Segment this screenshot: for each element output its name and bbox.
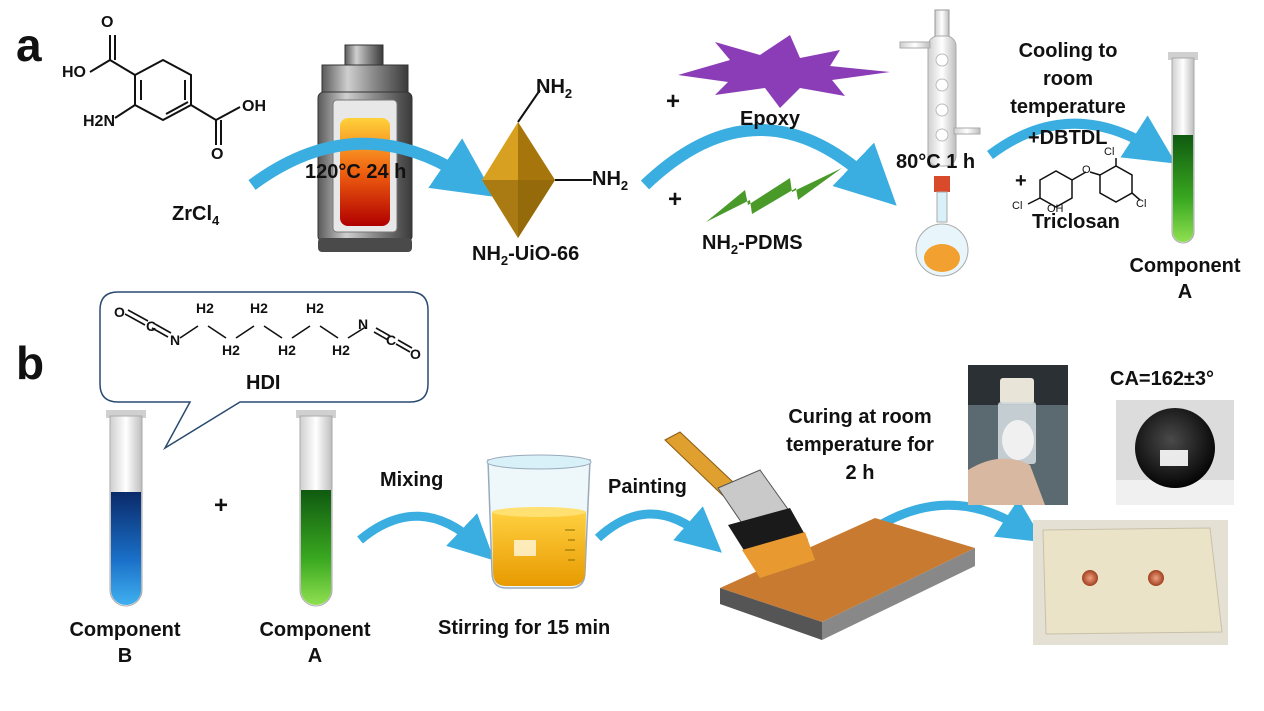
- uio66-amine-right: NH2: [592, 168, 629, 193]
- arrow-autoclave: [248, 137, 495, 197]
- plus-pdms: +: [668, 186, 683, 213]
- paint-brush: [664, 431, 815, 578]
- triclosan-structure: [1027, 158, 1141, 208]
- mixing-label: Mixing: [380, 469, 444, 491]
- autoclave-condition: 120°C 24 h: [305, 161, 407, 183]
- triclosan-cl-top: Cl: [1104, 146, 1115, 158]
- arrow-mixing: [357, 511, 495, 561]
- linker-oxygen-top: O: [101, 14, 114, 31]
- panel-label-a: a: [16, 19, 42, 71]
- pdms-shape: [706, 168, 842, 222]
- triclosan-o: O: [1082, 164, 1091, 176]
- dbtdl-label: +DBTDL: [1028, 127, 1108, 149]
- beaker: [486, 454, 592, 589]
- tube-component-b: [106, 410, 146, 607]
- stirring-label: Stirring for 15 min: [438, 617, 611, 639]
- linker-hydroxyl-right: OH: [242, 98, 266, 115]
- uio66-octahedron: [482, 89, 592, 238]
- reflux-condition: 80°C 1 h: [896, 151, 976, 173]
- hdi-h2-1: H2: [196, 300, 214, 316]
- hdi-c-right: C: [386, 332, 397, 348]
- hdi-o-right: O: [410, 346, 421, 362]
- painted-substrate: [720, 518, 975, 640]
- hdi-h2-2: H2: [222, 342, 240, 358]
- hdi-n-right: N: [358, 316, 369, 332]
- triclosan-oh: OH: [1047, 203, 1064, 215]
- epoxy-label: Epoxy: [740, 108, 801, 130]
- plus-components: +: [214, 492, 229, 519]
- zrcl4-label: ZrCl4: [172, 203, 220, 228]
- autoclave-reactor: [317, 44, 413, 252]
- contact-angle-photo: [1116, 400, 1234, 505]
- hdi-o-left: O: [114, 304, 125, 320]
- hdi-h2-5: H2: [306, 300, 324, 316]
- tube-component-a-top: [1168, 52, 1198, 244]
- contact-angle-label: CA=162±3°: [1110, 368, 1215, 390]
- hdi-c-left: C: [146, 318, 157, 334]
- reflux-apparatus: [899, 9, 981, 277]
- plus-epoxy: +: [666, 88, 681, 115]
- arrow-painting: [594, 506, 722, 553]
- hdi-h2-3: H2: [250, 300, 268, 316]
- arrow-mof-to-reflux: [640, 124, 897, 206]
- coated-panel-photo: [1033, 520, 1228, 645]
- triclosan-cl-right: Cl: [1136, 198, 1147, 210]
- plus-triclosan: +: [1015, 170, 1027, 192]
- arrow-cooling: [987, 115, 1176, 164]
- hdi-label: HDI: [246, 372, 281, 394]
- triclosan-cl-left: Cl: [1012, 200, 1023, 212]
- triclosan-label: Triclosan: [1032, 211, 1120, 233]
- aminoterephthalic-acid-structure: [89, 35, 241, 145]
- epoxy-shape: [678, 35, 890, 108]
- uio66-amine-top: NH2: [536, 76, 573, 101]
- linker-amine: H2N: [83, 113, 116, 130]
- hdi-n-left: N: [170, 332, 181, 348]
- hdi-structure: [124, 309, 413, 353]
- hdi-h2-4: H2: [278, 342, 296, 358]
- pdms-label: NH2-PDMS: [702, 232, 803, 257]
- vial-photo: [968, 365, 1068, 505]
- uio66-label: NH2-UiO-66: [472, 243, 580, 268]
- panel-label-b: b: [16, 337, 45, 389]
- hdi-callout: [99, 291, 429, 451]
- hdi-h2-6: H2: [332, 342, 350, 358]
- linker-hydroxyl-left: HO: [62, 64, 86, 81]
- linker-oxygen-bottom: O: [211, 146, 224, 163]
- tube-component-a-bottom: [296, 410, 336, 607]
- painting-label: Painting: [608, 476, 687, 498]
